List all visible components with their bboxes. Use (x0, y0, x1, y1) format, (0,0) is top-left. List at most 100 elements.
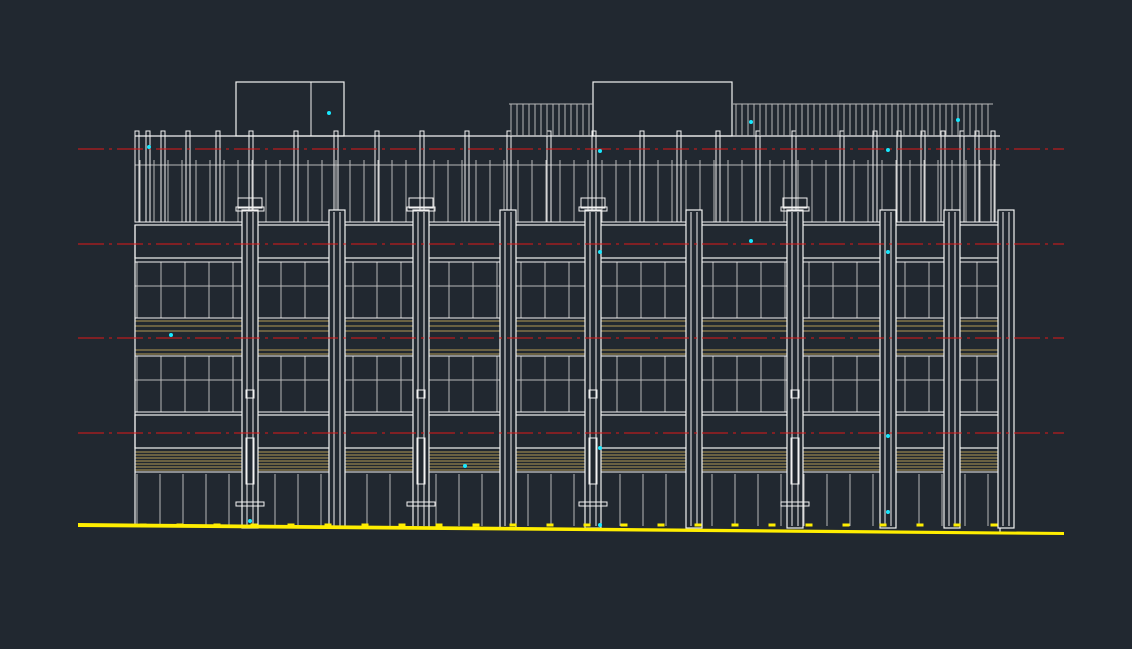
pilaster-column (584, 209, 602, 529)
ground-tick (435, 523, 443, 527)
ground-tick (657, 523, 665, 527)
snap-marker (169, 333, 173, 337)
rooftop-structures (235, 81, 993, 137)
parapet-post (990, 130, 996, 223)
pilaster-column (328, 209, 346, 529)
parapet-post (506, 130, 512, 223)
parapet-post (185, 130, 191, 223)
pilaster-column (997, 209, 1015, 529)
pilaster-capital (408, 197, 434, 209)
snap-marker (749, 239, 753, 243)
pilaster-lamp (416, 437, 426, 485)
ground-tick (324, 523, 332, 527)
pilaster-column (685, 209, 703, 529)
pilaster-capital (782, 197, 808, 209)
ground-tick (990, 523, 998, 527)
ground-tick (398, 523, 406, 527)
ground-line (78, 523, 1064, 535)
pilaster-column (879, 209, 897, 529)
parapet-post (920, 130, 926, 223)
ground-tick (620, 523, 628, 527)
snap-marker (886, 250, 890, 254)
parapet-post (160, 130, 166, 223)
parapet-post (134, 130, 140, 223)
floor-level-lines (78, 148, 1064, 434)
ground-tick (472, 523, 480, 527)
parapet-post (639, 130, 645, 223)
snap-marker (598, 523, 602, 527)
ground-tick (916, 523, 924, 527)
parapet-post (374, 130, 380, 223)
ground-tick (768, 523, 776, 527)
rooftop-stair-enclosure (235, 81, 345, 137)
ground-tick (731, 523, 739, 527)
parapet-post (676, 130, 682, 223)
snap-marker (886, 148, 890, 152)
pilaster-capital (780, 206, 810, 212)
snap-marker (463, 464, 467, 468)
floor-slab-band-upper (134, 224, 1001, 259)
ground-tick (694, 523, 702, 527)
ground-baseline (78, 523, 1064, 535)
parapet-post (940, 130, 946, 223)
roof-parapet (134, 130, 1000, 223)
pilaster-base (578, 501, 608, 507)
pilasters (235, 197, 1015, 529)
ground-tick (805, 523, 813, 527)
snap-marker (598, 446, 602, 450)
pilaster-lamp (790, 437, 800, 485)
ground-tick (583, 523, 591, 527)
pilaster-column (943, 209, 961, 529)
ground-tick (879, 523, 887, 527)
pilaster-capital (235, 206, 265, 212)
floor-slab-band-lower (134, 414, 1001, 449)
snap-marker (886, 434, 890, 438)
parapet-post (974, 130, 980, 223)
snap-markers (147, 111, 960, 527)
parapet-post (546, 130, 552, 223)
pilaster-lamp (588, 437, 598, 485)
ground-tick (509, 523, 517, 527)
spandrel-hatch (135, 320, 1000, 471)
snap-marker (886, 510, 890, 514)
parapet-post (145, 130, 151, 223)
ground-tick (176, 523, 184, 527)
snap-marker (749, 120, 753, 124)
snap-marker (598, 149, 602, 153)
snap-marker (598, 250, 602, 254)
pilaster-column (412, 209, 430, 529)
ground-tick (953, 523, 961, 527)
rooftop-lift-enclosure (592, 81, 733, 137)
pilaster-column (241, 209, 259, 529)
ground-tick (139, 523, 147, 527)
parapet-post (755, 130, 761, 223)
pilaster-bracket (245, 389, 255, 399)
parapet-post (464, 130, 470, 223)
snap-marker (147, 145, 151, 149)
pilaster-bracket (790, 389, 800, 399)
pilaster-capital (237, 197, 263, 209)
pilaster-capital (578, 206, 608, 212)
parapet-post (872, 130, 878, 223)
pilaster-lamp (245, 437, 255, 485)
ground-tick (213, 523, 221, 527)
parapet-post (293, 130, 299, 223)
window-mullions (135, 160, 1000, 526)
parapet-post (896, 130, 902, 223)
pilaster-capital (580, 197, 606, 209)
snap-marker (956, 118, 960, 122)
parapet-post (215, 130, 221, 223)
pilaster-base (235, 501, 265, 507)
pilaster-base (406, 501, 436, 507)
parapet-post (839, 130, 845, 223)
parapet-post (715, 130, 721, 223)
building-outline (134, 224, 1001, 532)
pilaster-base (780, 501, 810, 507)
ground-tick (250, 523, 258, 527)
snap-marker (327, 111, 331, 115)
ground-tick (546, 523, 554, 527)
parapet-post (959, 130, 965, 223)
snap-marker (248, 519, 252, 523)
pilaster-capital (406, 206, 436, 212)
